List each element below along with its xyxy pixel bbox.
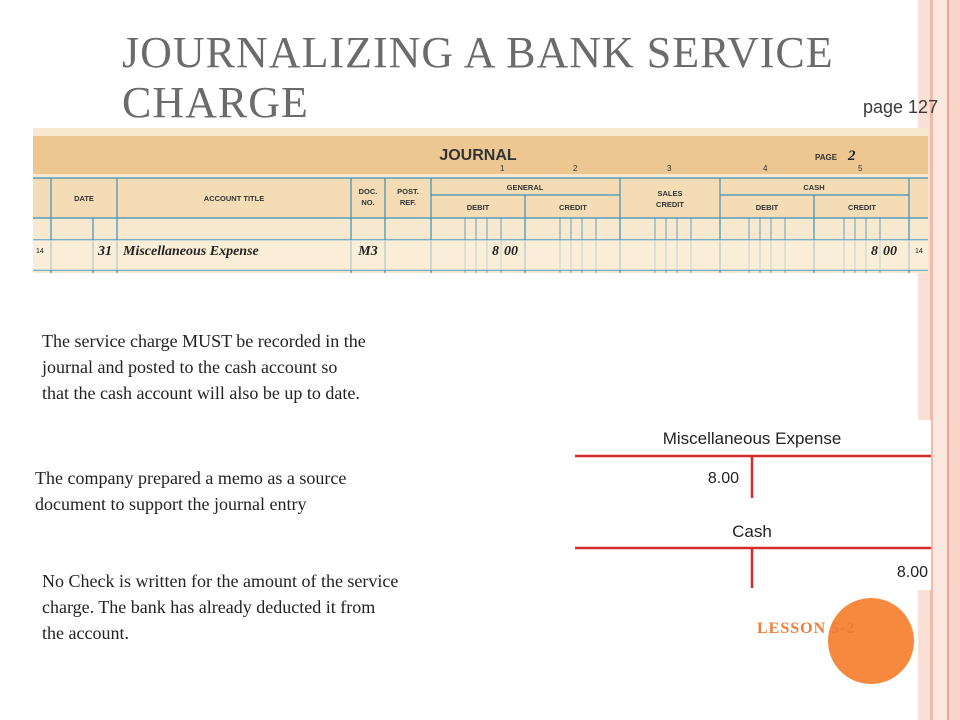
paragraph-line: journal and posted to the cash account s…	[42, 357, 338, 377]
header-cash: CASH	[803, 183, 824, 192]
entry-doc-no: M3	[357, 244, 377, 259]
entry-general-debit-dollars: 8	[492, 244, 499, 259]
entry-general-debit-cents: 00	[504, 244, 518, 259]
border-stripe	[947, 0, 949, 720]
border-stripe	[933, 0, 947, 720]
header-date: DATE	[74, 194, 94, 203]
header-general-credit: CREDIT	[559, 203, 587, 212]
header-post-ref-line2: REF.	[400, 198, 416, 207]
paragraph-line: The company prepared a memo as a source	[35, 468, 347, 488]
t-account-cash-title: Cash	[732, 522, 772, 541]
paragraph-line: The service charge MUST be recorded in t…	[42, 331, 366, 351]
t-account-misc-expense-title: Miscellaneous Expense	[663, 429, 842, 448]
journal-page-number: 2	[847, 148, 856, 164]
header-post-ref-line1: POST.	[397, 187, 419, 196]
header-doc-no-line2: NO.	[361, 198, 374, 207]
column-number-1: 1	[500, 164, 505, 173]
header-cash-credit: CREDIT	[848, 203, 876, 212]
page-reference: page 127	[863, 97, 939, 117]
entry-cash-credit-dollars: 8	[871, 244, 878, 259]
column-number-5: 5	[858, 164, 863, 173]
header-sales-credit-line1: SALES	[657, 189, 682, 198]
journal-title-band	[33, 136, 928, 174]
header-cash-debit: DEBIT	[756, 203, 779, 212]
journal-form: JOURNAL PAGE 2 1 2 3 4 5 DATE ACCOUNT TI…	[33, 128, 928, 273]
paragraph-no-check: No Check is written for the amount of th…	[42, 568, 602, 646]
header-doc-no-line1: DOC.	[359, 187, 378, 196]
header-general: GENERAL	[507, 183, 544, 192]
column-number-2: 2	[573, 164, 578, 173]
journal-header-row	[33, 178, 928, 218]
paragraph-line: No Check is written for the amount of th…	[42, 571, 399, 591]
header-sales-credit-line2: CREDIT	[656, 200, 684, 209]
journal-heading: JOURNAL	[439, 147, 517, 164]
paragraph-line: charge. The bank has already deducted it…	[42, 597, 376, 617]
entry-account-title: Miscellaneous Expense	[122, 244, 259, 259]
border-stripe	[949, 0, 960, 720]
accent-circle	[828, 598, 914, 684]
column-number-3: 3	[667, 164, 672, 173]
journal-entry-row	[33, 240, 928, 270]
entry-line-number-left: 14	[36, 248, 44, 255]
slide-title: JOURNALIZING A BANK SERVICE CHARGE	[122, 28, 834, 127]
paragraph-memo-source: The company prepared a memo as a source …	[35, 465, 555, 517]
t-accounts: Miscellaneous Expense 8.00 Cash 8.00	[575, 420, 931, 590]
paragraph-line: the account.	[42, 623, 129, 643]
t-account-cash-credit: 8.00	[897, 564, 928, 581]
border-stripe	[930, 0, 933, 720]
lesson-label: LESSON 5-2	[757, 620, 856, 637]
paragraph-service-charge: The service charge MUST be recorded in t…	[42, 328, 582, 406]
paragraph-line: document to support the journal entry	[35, 494, 307, 514]
entry-line-number-right: 14	[915, 248, 923, 255]
entry-date: 31	[97, 244, 112, 259]
column-number-4: 4	[763, 164, 768, 173]
header-general-debit: DEBIT	[467, 203, 490, 212]
t-account-misc-expense-debit: 8.00	[708, 470, 739, 487]
header-account-title: ACCOUNT TITLE	[204, 194, 264, 203]
journal-page-label: PAGE	[815, 153, 838, 162]
entry-cash-credit-cents: 00	[883, 244, 897, 259]
paragraph-line: that the cash account will also be up to…	[42, 383, 360, 403]
